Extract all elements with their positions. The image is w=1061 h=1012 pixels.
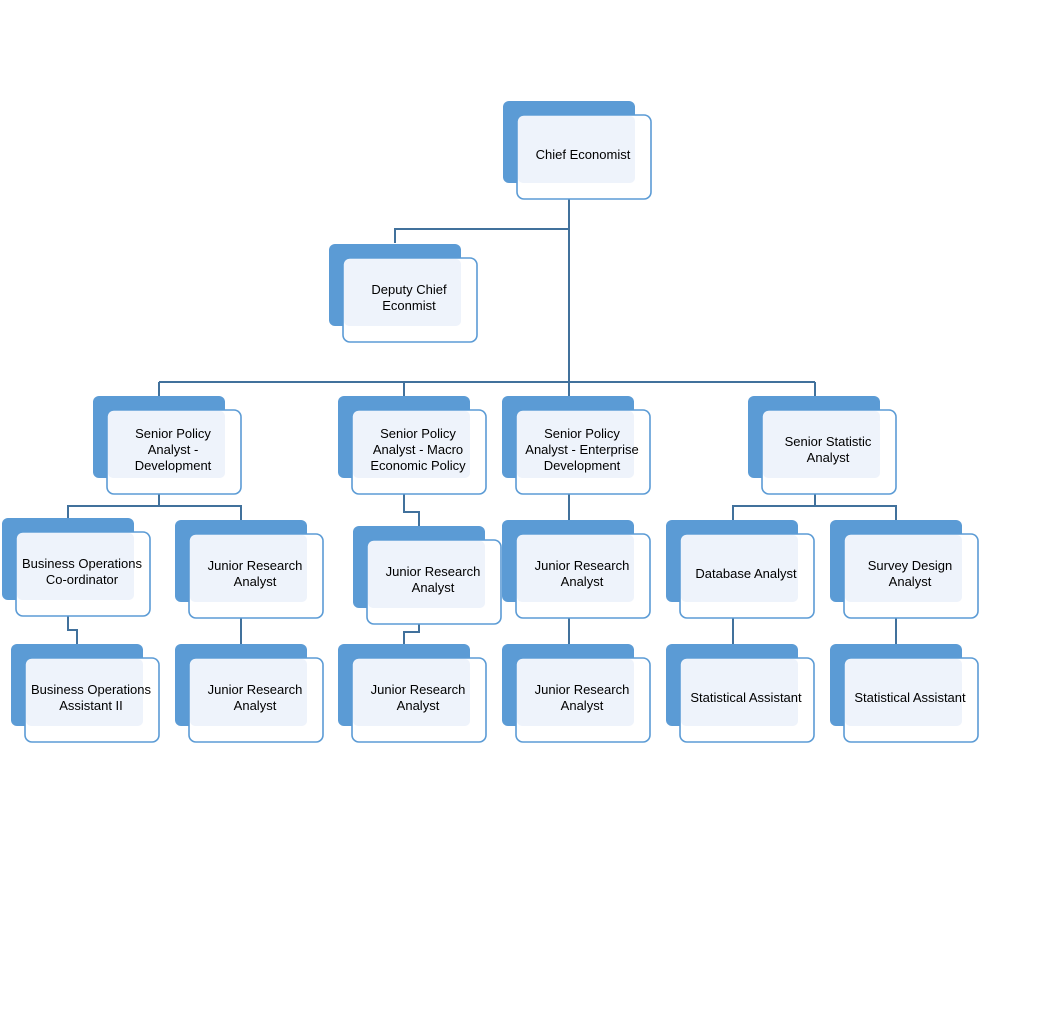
node-label-bg — [518, 116, 635, 183]
connector-line — [67, 616, 78, 644]
node-label-bg — [353, 411, 470, 478]
node-stat-1: Statistical Assistant — [666, 644, 815, 743]
connector-line — [159, 505, 242, 520]
node-label-bg — [368, 541, 485, 608]
node-label-bg — [681, 659, 798, 726]
node-label-bg — [845, 535, 962, 602]
node-label-bg — [517, 535, 634, 602]
connector-line — [732, 494, 816, 520]
node-label-bg — [17, 533, 134, 600]
connectors — [67, 199, 897, 644]
connector-line — [67, 494, 160, 518]
node-label-bg — [517, 411, 634, 478]
node-stat-2: Statistical Assistant — [830, 644, 979, 743]
connector-line — [815, 505, 897, 520]
connector-line — [403, 624, 420, 644]
node-label: Statistical Assistant — [690, 690, 802, 705]
connector-line — [394, 228, 569, 243]
node-dba: Database Analyst — [666, 520, 815, 619]
node-label-bg — [190, 659, 307, 726]
node-chief: Chief Economist — [503, 101, 652, 200]
node-label-bg — [681, 535, 798, 602]
node-label: Database Analyst — [695, 566, 797, 581]
node-label-bg — [517, 659, 634, 726]
node-label-bg — [26, 659, 143, 726]
node-label: Statistical Assistant — [854, 690, 966, 705]
node-label-bg — [190, 535, 307, 602]
node-label-bg — [763, 411, 880, 478]
connector-line — [403, 494, 420, 526]
node-label-bg — [108, 411, 225, 478]
node-label-bg — [344, 259, 461, 326]
node-label-bg — [845, 659, 962, 726]
node-label-bg — [353, 659, 470, 726]
node-label: Chief Economist — [536, 147, 631, 162]
